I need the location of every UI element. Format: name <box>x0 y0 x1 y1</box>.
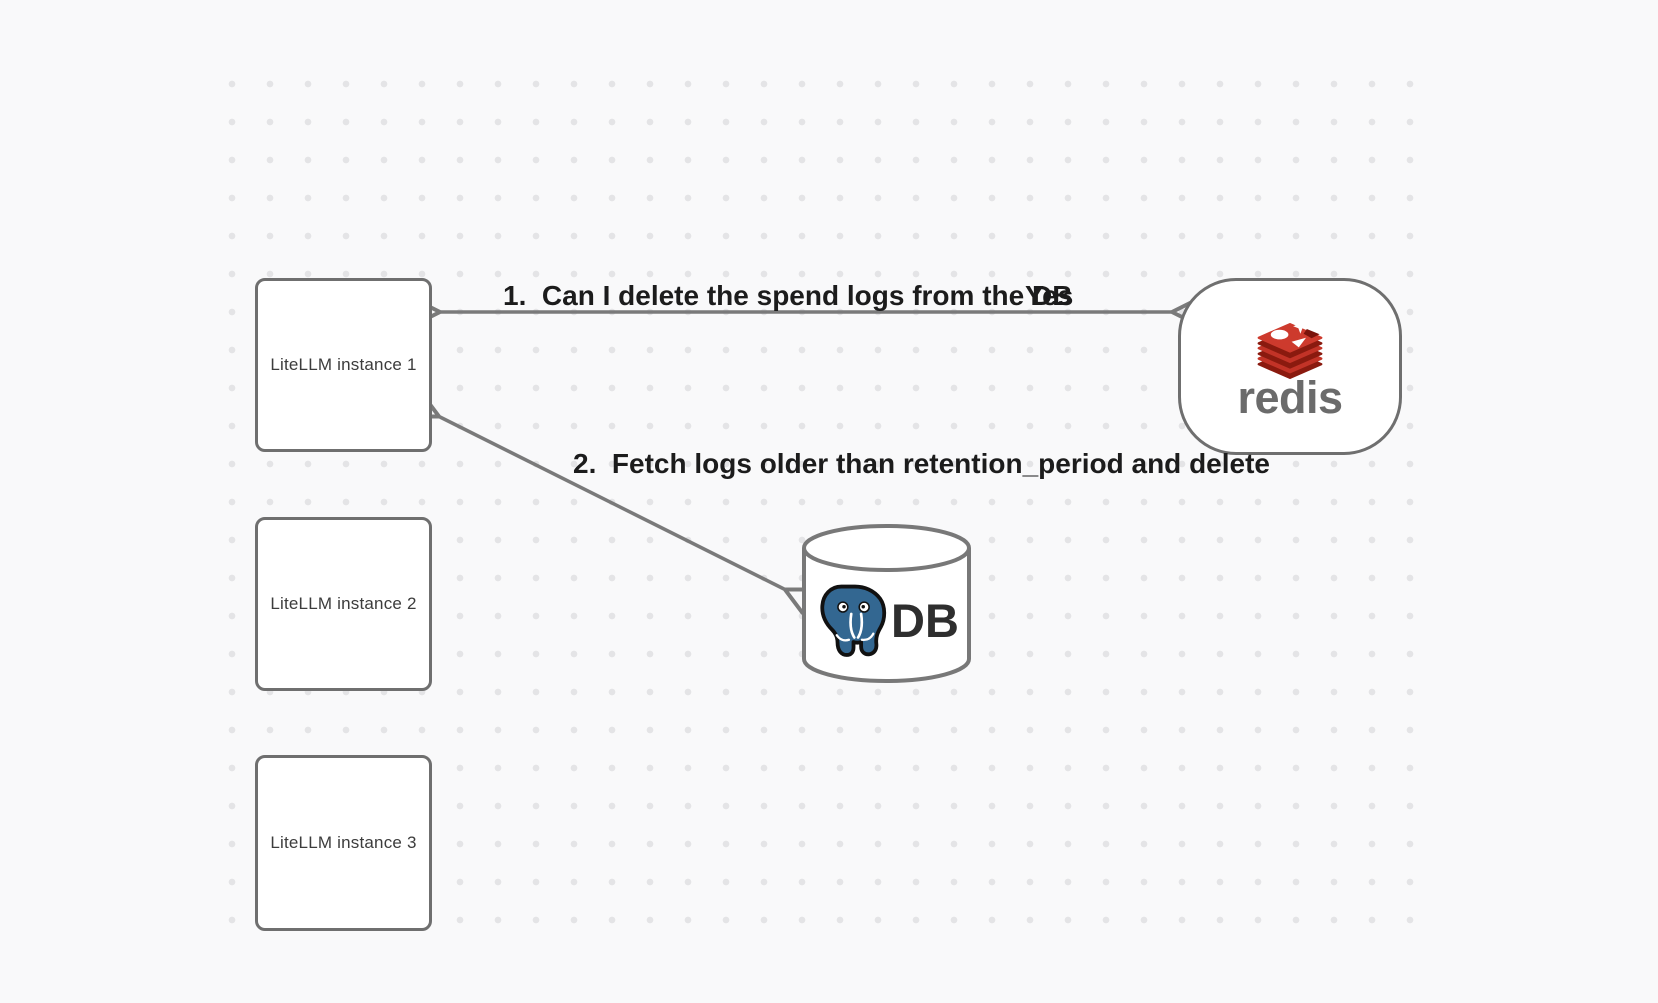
node-label: LiteLLM instance 2 <box>270 594 417 613</box>
redis-node[interactable]: redis <box>1178 278 1402 455</box>
redis-wordmark: redis <box>1237 372 1343 423</box>
arrow-2-bidirectional[interactable] <box>408 391 816 615</box>
node-label: LiteLLM instance 1 <box>270 355 417 374</box>
node-label: LiteLLM instance 3 <box>270 833 417 852</box>
litellm-instance-2-node[interactable]: LiteLLM instance 2 <box>255 517 432 691</box>
db-label: DB <box>891 593 959 647</box>
edge-1-label[interactable]: 1. Can I delete the spend logs from the … <box>503 280 1073 311</box>
edge-2-label[interactable]: 2. Fetch logs older than retention_perio… <box>573 448 1270 479</box>
postgres-elephant-icon <box>820 584 887 657</box>
litellm-instance-1-node[interactable]: LiteLLM instance 1 <box>255 278 432 452</box>
redis-logo-icon <box>1257 318 1323 379</box>
litellm-instance-3-node[interactable]: LiteLLM instance 3 <box>255 755 432 931</box>
edge-1-answer-label[interactable]: Yes <box>1025 280 1074 311</box>
postgres-db-node[interactable]: DB <box>798 520 975 687</box>
